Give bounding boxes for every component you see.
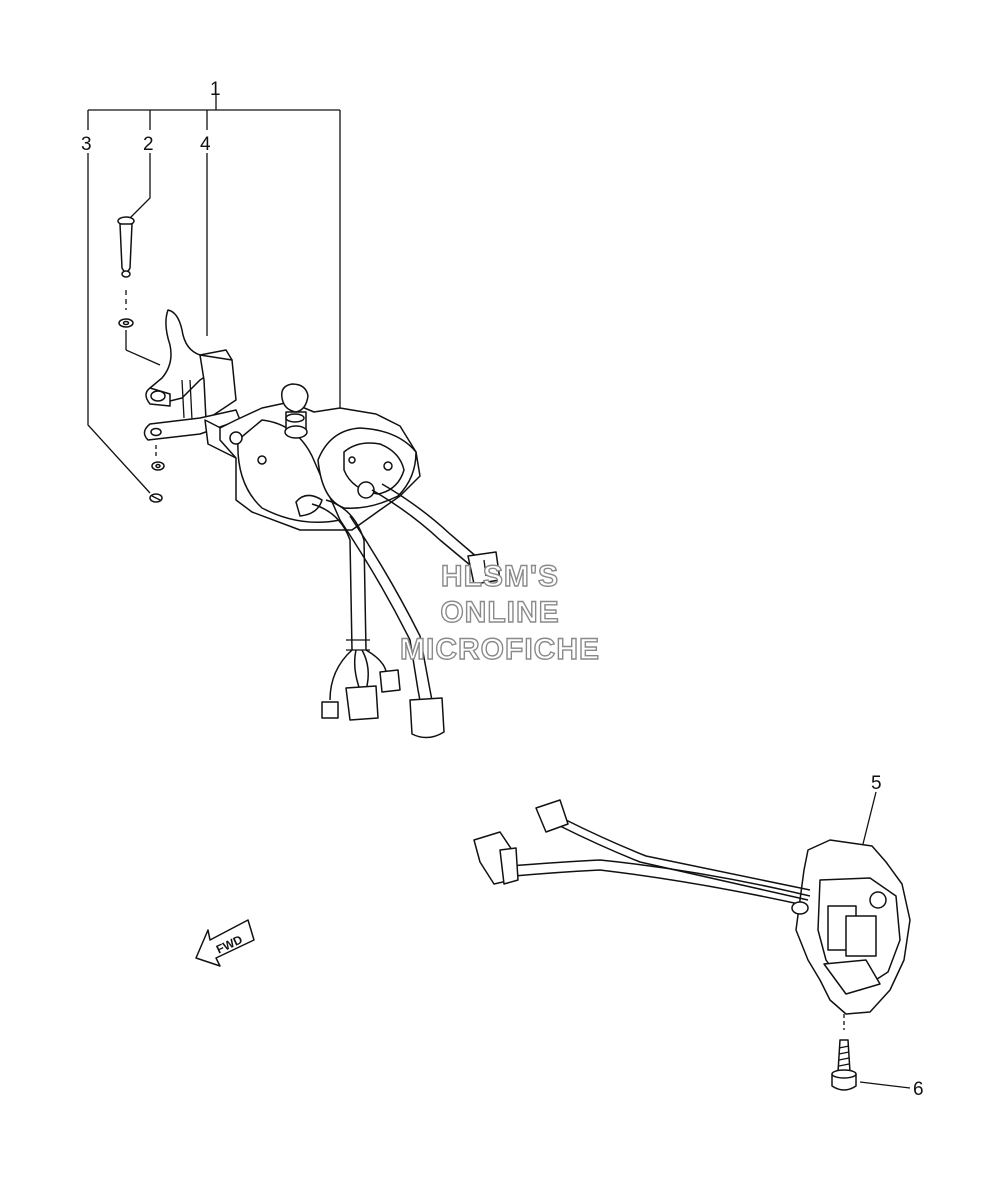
connectors-lower — [473, 799, 569, 885]
watermark-line-2: ONLINE — [440, 596, 559, 629]
watermark: HLSM'S ONLINE MICROFICHE — [399, 559, 600, 666]
callout-3: 3 — [81, 134, 92, 155]
screw-part-6 — [831, 1039, 857, 1091]
switch-housing-part-1 — [219, 383, 421, 531]
connectors-top — [321, 551, 501, 739]
callout-leaders-top — [87, 95, 341, 494]
fwd-direction-arrow: FWD — [195, 919, 255, 967]
callout-5: 5 — [871, 773, 882, 794]
callout-4: 4 — [200, 134, 211, 155]
wiring-harness-lower — [509, 819, 811, 915]
callout-6: 6 — [913, 1079, 924, 1100]
pin-part-2 — [117, 216, 161, 366]
wiring-harness-top — [311, 483, 479, 703]
lever-part-4 — [143, 309, 245, 503]
watermark-line-3: MICROFICHE — [400, 633, 600, 666]
callout-2: 2 — [143, 134, 154, 155]
watermark-line-1: HLSM'S — [441, 560, 559, 593]
callout-1: 1 — [210, 79, 221, 100]
switch-housing-part-5 — [795, 839, 911, 1015]
callout-6-leader — [859, 1081, 911, 1089]
